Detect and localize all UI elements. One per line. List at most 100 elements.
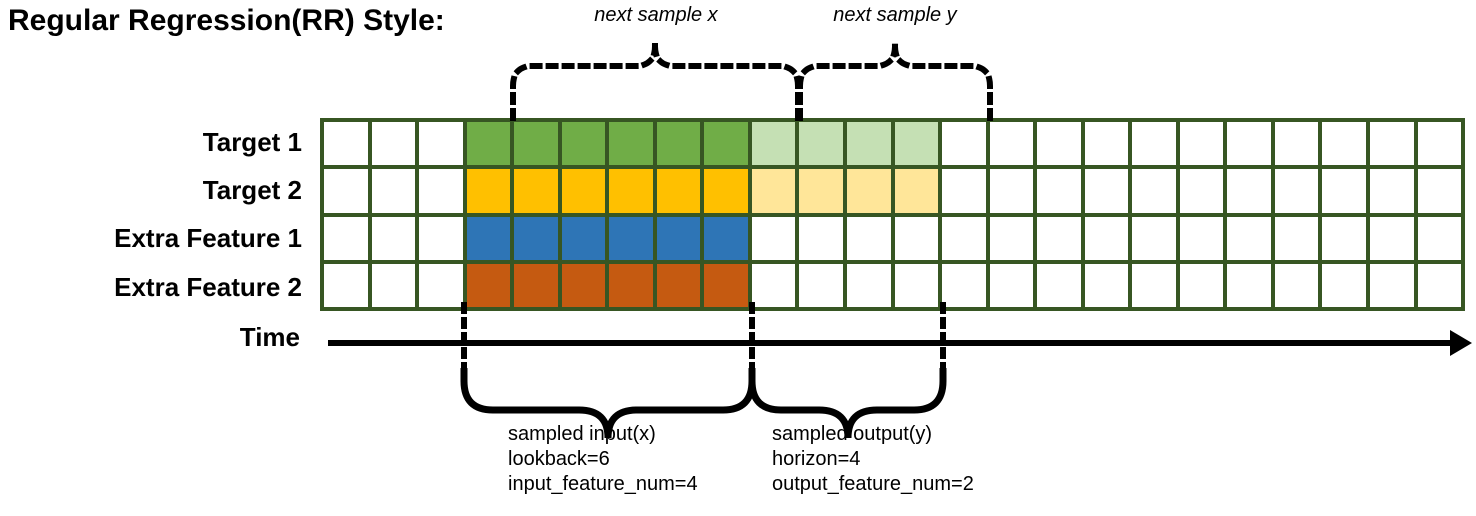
- grid-cell-output: [751, 216, 796, 260]
- grid-cell-blank: [942, 169, 986, 213]
- grid-cell-output: [799, 216, 844, 260]
- grid-cell-input: [609, 263, 653, 307]
- grid-cell-blank: [1132, 263, 1176, 307]
- grid-cell-input: [609, 122, 653, 166]
- caption-input-line-2: lookback=6: [508, 448, 610, 470]
- grid-cell-blank: [371, 216, 416, 260]
- grid-cell-input: [656, 122, 701, 166]
- row-label-column: Target 1 Target 2 Extra Feature 1 Extra …: [0, 118, 310, 311]
- grid-cell-blank: [1084, 216, 1129, 260]
- grid-cell-blank: [1132, 216, 1176, 260]
- grid-cell-output: [799, 169, 844, 213]
- grid-cell-blank: [1274, 263, 1319, 307]
- caption-input-line-1: sampled input(x): [508, 423, 656, 445]
- grid-cell-output: [894, 169, 939, 213]
- grid-cell-output: [847, 169, 891, 213]
- grid-cell-blank: [1417, 263, 1462, 307]
- grid-cell-output: [894, 263, 939, 307]
- grid-cell-blank: [419, 263, 463, 307]
- grid-cell-blank: [1084, 122, 1129, 166]
- grid-cell-blank: [1417, 122, 1462, 166]
- caption-sampled-input: sampled input(x) lookback=6 input_featur…: [508, 422, 698, 497]
- time-axis-label: Time: [239, 322, 300, 352]
- grid-cell-input: [466, 169, 511, 213]
- grid-cell-blank: [1370, 263, 1414, 307]
- grid-cell-blank: [1274, 216, 1319, 260]
- grid-cell-input: [514, 122, 558, 166]
- grid-cell-blank: [1179, 169, 1224, 213]
- grid-cell-blank: [324, 216, 368, 260]
- grid-cell-blank: [989, 169, 1034, 213]
- time-axis-line: [328, 340, 1458, 346]
- grid-cell-blank: [1037, 122, 1081, 166]
- grid-cell-input: [609, 216, 653, 260]
- grid-cell-blank: [1227, 263, 1271, 307]
- grid-cell-blank: [1322, 216, 1367, 260]
- grid-cell-input: [704, 216, 748, 260]
- grid-cell-blank: [1084, 169, 1129, 213]
- row-label-text: Target 1: [202, 127, 302, 157]
- grid-cell-output: [847, 122, 891, 166]
- grid-cell-blank: [371, 263, 416, 307]
- grid-cell-output: [751, 169, 796, 213]
- grid-cell-input: [704, 263, 748, 307]
- grid-cell-blank: [1084, 263, 1129, 307]
- grid-cell-output: [751, 122, 796, 166]
- grid-cell-input: [561, 216, 606, 260]
- grid-cell-input: [656, 216, 701, 260]
- grid-cell-blank: [371, 169, 416, 213]
- grid-cell-blank: [1227, 169, 1271, 213]
- row-label-text: Target 2: [202, 175, 302, 205]
- grid-cell-blank: [419, 216, 463, 260]
- grid-cell-blank: [989, 263, 1034, 307]
- grid-cell-blank: [1037, 263, 1081, 307]
- grid-cell-input: [466, 263, 511, 307]
- grid-cell-input: [561, 122, 606, 166]
- grid-cell-blank: [324, 122, 368, 166]
- grid-cell-blank: [1274, 169, 1319, 213]
- timeseries-grid: [320, 118, 1465, 311]
- grid-cell-blank: [1179, 263, 1224, 307]
- grid-cell-input: [514, 263, 558, 307]
- annotation-next-sample-y: next sample y: [833, 4, 957, 26]
- grid-cell-blank: [371, 122, 416, 166]
- grid-cell-output: [799, 263, 844, 307]
- grid-cell-blank: [942, 263, 986, 307]
- grid-cell-blank: [324, 263, 368, 307]
- grid-cell-blank: [1417, 216, 1462, 260]
- grid-cell-blank: [942, 216, 986, 260]
- time-axis-arrowhead: [1450, 330, 1472, 356]
- caption-output-line-2: horizon=4: [772, 448, 861, 470]
- grid-cell-input: [466, 216, 511, 260]
- row-label-extra-feature-1: Extra Feature 1: [114, 214, 302, 262]
- row-label-text: Extra Feature 2: [114, 272, 302, 302]
- grid-cell-blank: [1132, 122, 1176, 166]
- grid-cell-blank: [1417, 169, 1462, 213]
- grid-cell-input: [704, 122, 748, 166]
- grid-cell-blank: [1132, 169, 1176, 213]
- grid-cell-blank: [1227, 216, 1271, 260]
- page-title: Regular Regression(RR) Style:: [8, 4, 445, 37]
- grid-cell-blank: [1179, 122, 1224, 166]
- grid-row: [324, 216, 1462, 260]
- caption-output-line-1: sampled output(y): [772, 423, 933, 445]
- grid-cell-input: [656, 169, 701, 213]
- dotted-brace-next-sample-x: [510, 42, 801, 121]
- grid-cell-blank: [419, 169, 463, 213]
- grid-cell-blank: [324, 169, 368, 213]
- grid-cell-blank: [1322, 122, 1367, 166]
- grid-cell-blank: [989, 122, 1034, 166]
- grid-cell-input: [514, 216, 558, 260]
- grid-cell-blank: [989, 216, 1034, 260]
- dotted-brace-next-sample-y: [797, 42, 993, 121]
- grid-cell-blank: [942, 122, 986, 166]
- row-label-target-1: Target 1: [203, 118, 302, 166]
- grid-cell-blank: [1227, 122, 1271, 166]
- grid-cell-input: [704, 169, 748, 213]
- grid-cell-output: [751, 263, 796, 307]
- caption-output-line-3: output_feature_num=2: [772, 473, 974, 495]
- caption-sampled-output: sampled output(y) horizon=4 output_featu…: [772, 422, 974, 497]
- grid-cell-input: [609, 169, 653, 213]
- grid-cell-blank: [1322, 263, 1367, 307]
